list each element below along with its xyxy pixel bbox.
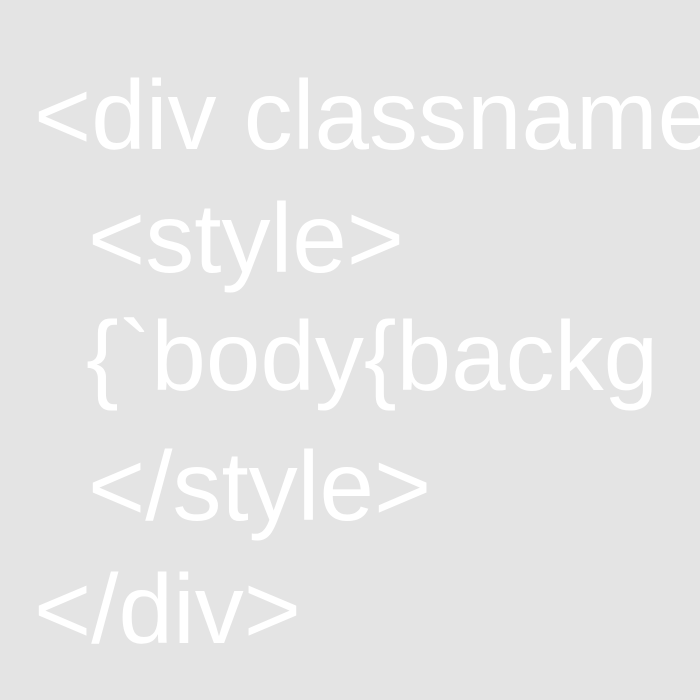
code-line-style-open: <style> xyxy=(88,183,404,293)
code-line-div-open: <div classname xyxy=(34,60,700,170)
code-line-css-body: {`body{backg xyxy=(86,301,659,411)
code-line-div-close: </div> xyxy=(34,554,301,664)
code-line-style-close: </style> xyxy=(88,431,432,541)
